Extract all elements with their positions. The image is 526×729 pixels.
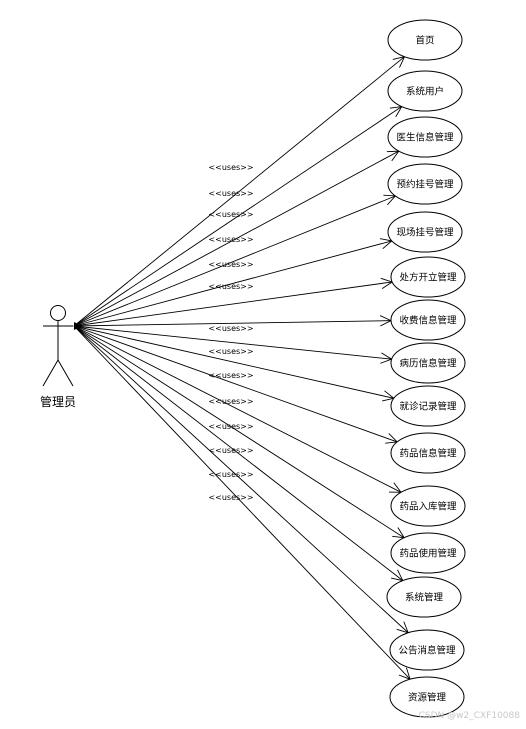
uses-label: <<uses>> bbox=[208, 470, 253, 479]
association-line bbox=[73, 325, 405, 539]
association-line bbox=[73, 281, 393, 327]
uses-label: <<uses>> bbox=[208, 347, 253, 356]
use-case-label: 就诊记录管理 bbox=[399, 401, 457, 413]
use-case-ellipse bbox=[390, 299, 466, 341]
uses-label: <<uses>> bbox=[208, 371, 253, 380]
uses-label: <<uses>> bbox=[208, 189, 253, 198]
uses-label: <<uses>> bbox=[208, 260, 253, 269]
uses-label: <<uses>> bbox=[208, 446, 253, 455]
use-case-label: 预约挂号管理 bbox=[396, 179, 454, 191]
use-case: 药品入库管理 bbox=[390, 485, 466, 527]
use-case-ellipse bbox=[389, 629, 465, 671]
uses-label: <<uses>> bbox=[208, 210, 253, 219]
association-line bbox=[73, 106, 403, 327]
use-case: 医生信息管理 bbox=[387, 116, 463, 158]
use-case: 系统用户 bbox=[387, 70, 463, 112]
use-case: 预约挂号管理 bbox=[387, 163, 463, 205]
use-case: 公告消息管理 bbox=[389, 629, 465, 671]
use-case-label: 首页 bbox=[415, 35, 434, 47]
convergence-point bbox=[74, 322, 82, 330]
actor-leg-right bbox=[57, 359, 74, 387]
uses-label: <<uses>> bbox=[208, 163, 253, 172]
association-line bbox=[73, 325, 398, 443]
use-case-label: 病历信息管理 bbox=[399, 358, 457, 370]
use-case: 首页 bbox=[387, 19, 463, 61]
uses-label: <<uses>> bbox=[208, 493, 253, 502]
use-case: 病历信息管理 bbox=[390, 342, 466, 384]
use-case-label: 资源管理 bbox=[408, 692, 447, 704]
actor-head bbox=[50, 305, 66, 321]
use-case-label: 处方开立管理 bbox=[399, 272, 457, 284]
use-case-ellipse bbox=[389, 676, 465, 718]
association-line bbox=[73, 240, 392, 327]
use-case-ellipse bbox=[390, 485, 466, 527]
use-case-label: 系统用户 bbox=[406, 86, 444, 98]
use-case-ellipse bbox=[390, 256, 466, 298]
association-line bbox=[73, 325, 394, 399]
association-line bbox=[73, 56, 405, 327]
association-line bbox=[73, 150, 400, 327]
use-case: 就诊记录管理 bbox=[390, 385, 466, 427]
use-cases: 首页系统用户医生信息管理预约挂号管理现场挂号管理处方开立管理收费信息管理病历信息… bbox=[386, 19, 466, 718]
use-case: 药品信息管理 bbox=[390, 432, 466, 474]
use-case-label: 现场挂号管理 bbox=[396, 227, 454, 239]
uses-label: <<uses>> bbox=[208, 422, 253, 431]
use-case-ellipse bbox=[390, 532, 466, 574]
use-case-ellipse bbox=[390, 432, 466, 474]
use-case-label: 药品入库管理 bbox=[399, 501, 457, 513]
use-case-ellipse bbox=[387, 70, 463, 112]
use-case-ellipse bbox=[390, 342, 466, 384]
use-case: 系统管理 bbox=[386, 576, 462, 618]
use-case: 资源管理 bbox=[389, 676, 465, 718]
use-case-label: 公告消息管理 bbox=[398, 645, 456, 657]
actor-label: 管理员 bbox=[40, 394, 76, 409]
association-line bbox=[73, 325, 392, 360]
association-line bbox=[73, 325, 404, 581]
uses-labels: <<uses>> <<uses>> <<uses>> <<uses>> <<uses>>… bbox=[208, 163, 253, 502]
association-line bbox=[73, 320, 392, 327]
uses-label: <<uses>> bbox=[208, 397, 253, 406]
use-case: 药品使用管理 bbox=[390, 532, 466, 574]
use-case-label: 药品信息管理 bbox=[399, 448, 457, 460]
use-case-ellipse bbox=[387, 116, 463, 158]
association-line bbox=[73, 325, 411, 680]
use-case: 现场挂号管理 bbox=[387, 211, 463, 253]
use-case-ellipse bbox=[387, 163, 463, 205]
association-line bbox=[73, 195, 396, 327]
association-line bbox=[73, 325, 409, 634]
uses-label: <<uses>> bbox=[208, 282, 253, 291]
actor-leg-left bbox=[42, 359, 59, 387]
use-case-ellipse bbox=[387, 211, 463, 253]
use-case: 处方开立管理 bbox=[390, 256, 466, 298]
actor-admin: 管理员 bbox=[40, 305, 76, 409]
uses-label: <<uses>> bbox=[208, 235, 253, 244]
watermark: CSDN @w2_CXF10088 bbox=[418, 711, 520, 721]
association-line bbox=[73, 325, 402, 493]
uses-label: <<uses>> bbox=[208, 324, 253, 333]
use-case-label: 医生信息管理 bbox=[396, 132, 454, 144]
use-case: 收费信息管理 bbox=[390, 299, 466, 341]
use-case-label: 药品使用管理 bbox=[399, 548, 457, 560]
use-case-ellipse bbox=[386, 576, 462, 618]
association-lines bbox=[73, 56, 411, 680]
use-case-ellipse bbox=[390, 385, 466, 427]
use-case-label: 系统管理 bbox=[405, 592, 444, 604]
use-case-ellipse bbox=[387, 19, 463, 61]
use-case-label: 收费信息管理 bbox=[399, 315, 457, 327]
